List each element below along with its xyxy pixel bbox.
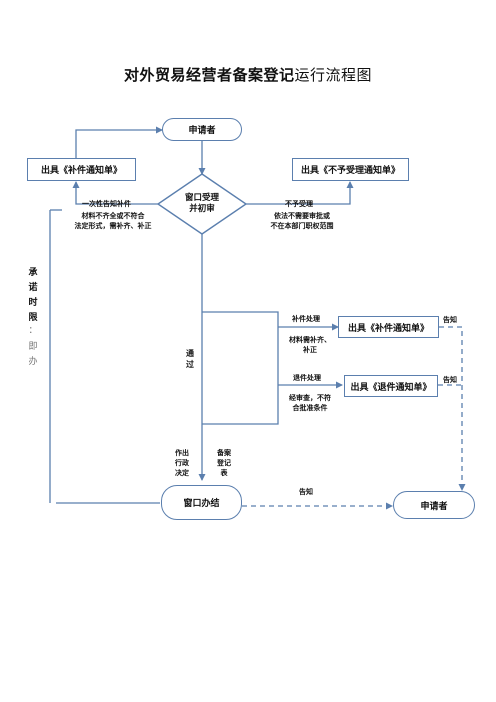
supplement-notice-left-node: 出具《补件通知单》 xyxy=(27,158,136,181)
applicant-top-node: 申请者 xyxy=(162,118,242,141)
supplement-notice-right-node: 出具《补件通知单》 xyxy=(338,316,439,338)
label-commitment-limit: 承诺时限 xyxy=(28,268,38,323)
label-registration-form: 备案登记表 xyxy=(217,449,231,477)
reject-notice-node: 出具《不予受理通知单》 xyxy=(292,158,409,181)
label-colon: ： xyxy=(28,326,38,336)
return-notice-node: 出具《退件通知单》 xyxy=(344,375,438,397)
label-return-process: 退件处理 xyxy=(293,374,321,382)
label-one-time-notice: 一次性告知补件 xyxy=(82,200,131,208)
review-diamond-label: 窗口受理并初审 xyxy=(184,193,219,214)
arrow-review-to-reject xyxy=(246,181,354,205)
title-suffix: 运行流程图 xyxy=(294,66,373,84)
title-main: 对外贸易经营者备案登记 xyxy=(123,66,295,84)
label-immediate: 即办 xyxy=(28,342,38,367)
label-pass: 通过 xyxy=(186,349,194,369)
label-admin-decision: 作出行政决定 xyxy=(175,449,189,477)
arrow-review-to-supplement xyxy=(72,181,158,205)
label-supplement-reason: 材料需补齐、补正 xyxy=(289,336,331,354)
label-return-reason: 经审查，不符合批准条件 xyxy=(289,394,331,412)
page-title: 对外贸易经营者备案登记运行流程图 xyxy=(0,64,496,85)
line-pass-branch xyxy=(202,311,279,425)
label-notify-return: 告知 xyxy=(443,376,457,384)
label-notify-supplement: 告知 xyxy=(443,316,457,324)
arrow-supplement-back-to-applicant xyxy=(75,126,163,158)
review-diamond xyxy=(156,173,248,235)
label-incomplete-materials: 材料不齐全或不符合法定形式，需补齐、补正 xyxy=(74,212,152,230)
applicant-bottom-node: 申请者 xyxy=(393,491,475,519)
label-not-accepted: 不予受理 xyxy=(285,200,313,208)
dashed-supplement-notify xyxy=(439,326,466,491)
label-supplement-process: 补件处理 xyxy=(292,315,320,323)
window-complete-node: 窗口办结 xyxy=(161,485,242,520)
label-notify-complete: 告知 xyxy=(299,488,313,496)
label-not-needed: 依法不需要审批或不在本部门职权范围 xyxy=(270,212,334,230)
